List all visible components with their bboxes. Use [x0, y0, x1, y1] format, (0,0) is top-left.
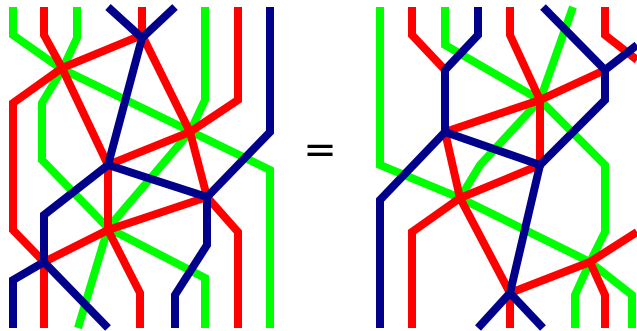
right-strand-green-3 — [456, 5, 577, 201]
left-strand-red-3 — [106, 7, 242, 169]
left-strand-blue-5 — [9, 258, 47, 328]
left-braid — [9, 4, 274, 331]
right-strand-red-6 — [586, 260, 609, 328]
right-strand-blue-3 — [602, 41, 637, 74]
left-strand-blue-2 — [139, 4, 178, 41]
right-strand-red-4 — [443, 66, 607, 136]
left-strand-red-5 — [42, 193, 209, 266]
left-strand-blue-1 — [40, 4, 147, 331]
left-strand-blue-4 — [171, 197, 211, 328]
right-strand-blue-4 — [443, 128, 542, 169]
right-strand-blue-2 — [475, 4, 609, 331]
right-strand-blue-5 — [507, 290, 546, 331]
left-strand-red-2 — [138, 7, 242, 328]
equals-sign: = — [303, 127, 337, 173]
left-strand-red-4 — [9, 31, 144, 328]
right-strand-blue-1 — [376, 7, 482, 328]
right-braid — [376, 4, 637, 331]
left-strand-blue-3 — [106, 7, 274, 202]
